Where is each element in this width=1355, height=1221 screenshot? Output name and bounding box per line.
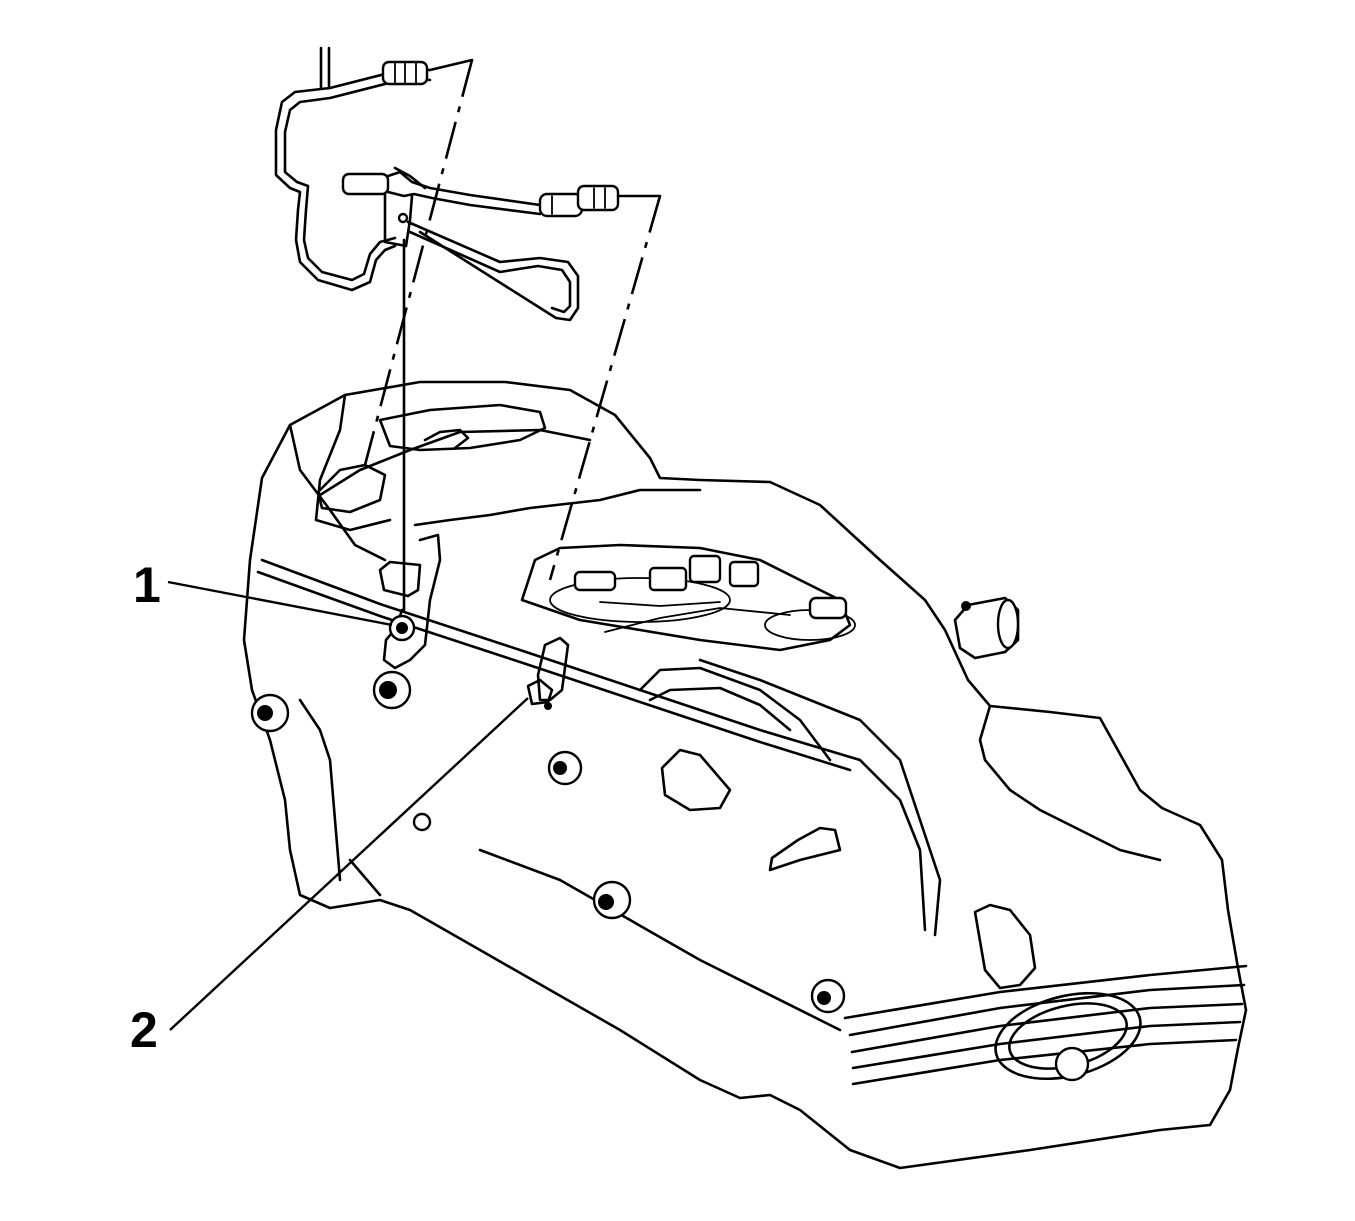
fuel-line-clip-1 [372,533,442,710]
fuel-tank [242,380,1248,1170]
callout-1-label: 1 [133,557,161,613]
mounting-studs [250,693,846,1014]
filler-neck [953,596,1020,660]
fuel-line-assembly [274,46,620,322]
fuel-pump-module [520,543,856,652]
callout-leaders [167,580,529,1031]
callout-2-label: 2 [130,1002,158,1058]
fuel-line-clip-2 [526,636,570,710]
exploded-view-guides [363,58,662,612]
